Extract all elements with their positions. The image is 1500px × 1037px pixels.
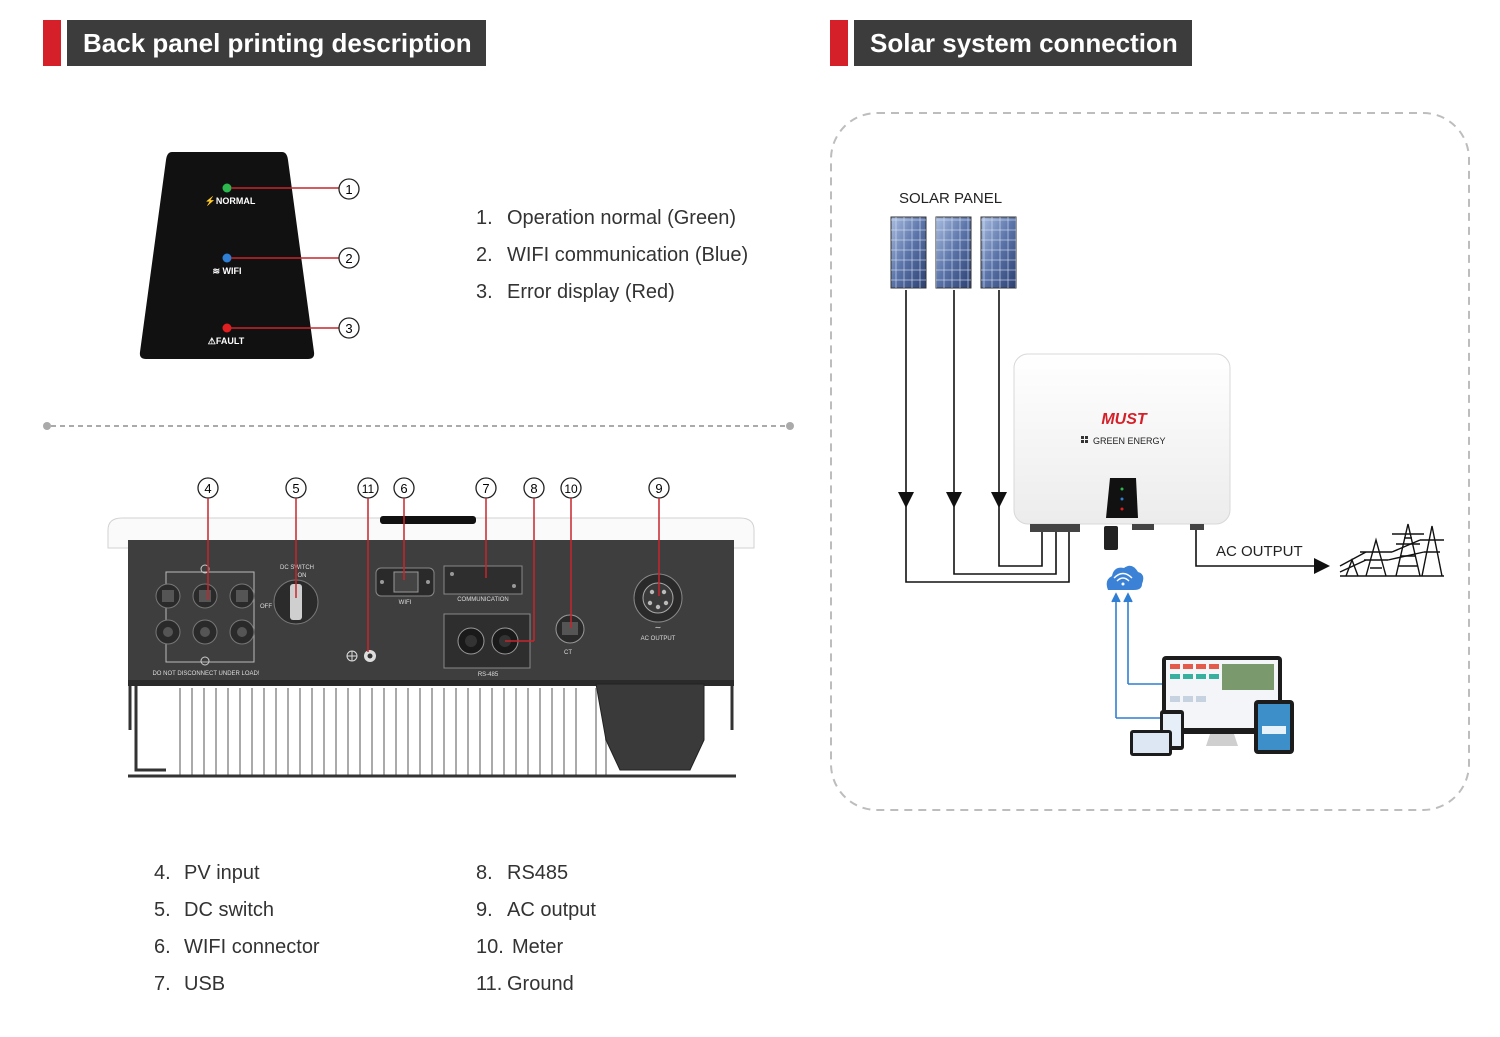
legend-item: 1.Operation normal (Green) <box>476 207 736 229</box>
callout-7: 7 <box>475 477 497 499</box>
indicator-panel: ⚡NORMAL ≋ WIFI ⚠FAULT 1 2 3 <box>139 152 360 359</box>
svg-text:ON: ON <box>298 573 307 579</box>
power-grid-icon <box>1339 523 1444 577</box>
inverter-bottom-view: 4 5 11 6 7 8 10 9 <box>107 477 755 778</box>
legend-item: 7.USB <box>154 973 226 995</box>
svg-text:WIFI: WIFI <box>399 600 412 606</box>
callout-5: 5 <box>285 477 307 499</box>
svg-text:7: 7 <box>482 481 489 496</box>
callout-6: 6 <box>393 477 415 499</box>
svg-text:4: 4 <box>204 481 211 496</box>
svg-text:2: 2 <box>345 251 352 266</box>
legend-item: 4.PV input <box>154 862 260 884</box>
pv-wiring <box>898 290 1070 583</box>
svg-text:AC OUTPUT: AC OUTPUT <box>641 636 676 642</box>
normal-led <box>222 183 232 193</box>
callout-9: 9 <box>648 477 670 499</box>
svg-text:9: 9 <box>655 481 662 496</box>
system-diagram-frame <box>830 112 1470 811</box>
callout-3: 3 <box>338 317 360 339</box>
ports-legend-left: 4.PV input 5.DC switch 6.WIFI connector … <box>154 855 320 1003</box>
svg-text:6: 6 <box>400 481 407 496</box>
svg-text:OFF: OFF <box>260 604 272 610</box>
monitoring-devices <box>1130 656 1294 756</box>
svg-text:DC SWITCH: DC SWITCH <box>280 565 314 571</box>
legend-item: 2.WIFI communication (Blue) <box>476 244 749 266</box>
legend-item: 9.AC output <box>476 899 596 921</box>
ports-legend-right: 8.RS485 9.AC output 10.Meter 11.Ground <box>476 855 596 1003</box>
legend-item: 10.Meter <box>476 936 564 958</box>
callout-1: 1 <box>338 178 360 200</box>
left-section-header: Back panel printing description <box>43 20 486 66</box>
svg-text:CT: CT <box>564 650 572 656</box>
callout-2: 2 <box>338 247 360 269</box>
svg-text:1: 1 <box>345 182 352 197</box>
wifi-led <box>222 253 232 263</box>
ground-symbols <box>346 650 376 662</box>
ac-output-port: ∼ AC OUTPUT <box>633 573 683 642</box>
wifi-indicator-label: ≋ WIFI <box>212 266 241 276</box>
svg-text:COMMUNICATION: COMMUNICATION <box>457 597 509 603</box>
ac-output-label: AC OUTPUT <box>1216 543 1303 560</box>
indicator-legend: 1.Operation normal (Green) 2.WIFI commun… <box>476 200 748 311</box>
header-accent-bar <box>830 20 848 66</box>
legend-item: 5.DC switch <box>154 899 275 921</box>
svg-text:11: 11 <box>362 482 375 496</box>
svg-text:5: 5 <box>292 481 299 496</box>
brand-subtitle: GREEN ENERGY <box>1093 436 1166 446</box>
left-header-title: Back panel printing description <box>67 20 486 66</box>
ac-output-wiring <box>1195 530 1330 574</box>
legend-item: 3.Error display (Red) <box>476 281 675 303</box>
communication-port: COMMUNICATION <box>443 565 523 603</box>
rs485-ports: RS-485 <box>443 613 531 678</box>
svg-text:8: 8 <box>530 481 537 496</box>
pv-input-connectors: DO NOT DISCONNECT UNDER LOAD! <box>152 564 260 677</box>
fault-led <box>222 323 232 333</box>
brand-logo: MUST <box>1101 411 1148 428</box>
cloud-link-arrows <box>1111 592 1164 719</box>
callout-4: 4 <box>197 477 219 499</box>
section-divider <box>43 422 794 430</box>
right-section-header: Solar system connection <box>830 20 1192 66</box>
warning-label: DO NOT DISCONNECT UNDER LOAD! <box>152 671 259 677</box>
svg-text:10: 10 <box>564 482 578 496</box>
svg-text:3: 3 <box>345 321 352 336</box>
solar-panel-label: SOLAR PANEL <box>899 190 1002 207</box>
right-header-title: Solar system connection <box>854 20 1192 66</box>
heat-sink <box>179 688 607 776</box>
wifi-port: WIFI <box>375 567 435 606</box>
inverter-unit: MUST GREEN ENERGY <box>1013 353 1231 550</box>
header-accent-bar <box>43 20 61 66</box>
svg-text:∼: ∼ <box>655 623 662 632</box>
svg-text:RS-485: RS-485 <box>478 672 499 678</box>
legend-item: 6.WIFI connector <box>154 936 320 958</box>
legend-item: 8.RS485 <box>476 862 569 884</box>
callout-10: 10 <box>560 477 582 499</box>
fault-indicator-label: ⚠FAULT <box>208 336 245 346</box>
normal-indicator-label: ⚡NORMAL <box>205 195 256 207</box>
dc-switch: DC SWITCH ON OFF <box>260 565 319 625</box>
cloud-wifi-icon <box>1106 565 1144 590</box>
callout-8: 8 <box>523 477 545 499</box>
callout-11: 11 <box>357 477 379 499</box>
ct-port: CT <box>555 614 585 656</box>
legend-item: 11.Ground <box>476 973 574 995</box>
solar-panels <box>890 216 1017 289</box>
